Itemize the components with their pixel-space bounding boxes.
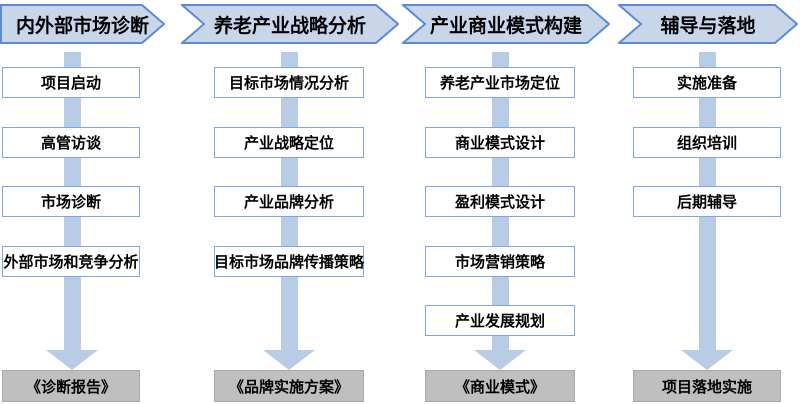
phase-title: 养老产业战略分析 [213, 15, 366, 37]
step-box: 产业战略定位 [214, 127, 364, 158]
step-box: 市场营销策略 [425, 246, 575, 277]
phase-1-header-chevron: 内外部市场诊断 [0, 4, 165, 44]
down-arrow-head-icon [46, 350, 98, 370]
chevron-arrow-shape [0, 4, 165, 44]
down-arrow-head-icon [681, 350, 733, 370]
step-box: 高管访谈 [2, 127, 140, 158]
step-box: 项目启动 [2, 67, 140, 98]
chevron-arrow-shape [618, 4, 798, 44]
deliverable-box: 项目落地实施 [633, 370, 781, 402]
step-box: 实施准备 [633, 67, 781, 98]
step-box: 盈利模式设计 [425, 186, 575, 217]
step-box: 市场诊断 [2, 186, 140, 217]
down-arrow-head-icon [263, 350, 315, 370]
chevron-arrow-shape [402, 4, 610, 44]
phase-3-header-chevron: 产业商业模式构建 [402, 4, 610, 44]
deliverable-box: 《品牌实施方案》 [214, 370, 364, 402]
step-box: 产业品牌分析 [214, 186, 364, 217]
step-box: 目标市场品牌传播策略 [214, 246, 364, 277]
phase-title: 辅导与落地 [660, 15, 756, 37]
deliverable-box: 《商业模式》 [425, 370, 575, 402]
step-box: 目标市场情况分析 [214, 67, 364, 98]
step-box: 外部市场和竞争分析 [2, 246, 140, 277]
phase-title: 内外部市场诊断 [15, 15, 149, 37]
deliverable-box: 《诊断报告》 [2, 370, 140, 402]
step-box: 组织培训 [633, 127, 781, 158]
down-arrow-head-icon [474, 350, 526, 370]
step-box: 后期辅导 [633, 186, 781, 217]
step-box: 产业发展规划 [425, 305, 575, 336]
phase-2-header-chevron: 养老产业战略分析 [181, 4, 399, 44]
phase-4-header-chevron: 辅导与落地 [618, 4, 798, 44]
chevron-arrow-shape [181, 4, 399, 44]
step-box: 商业模式设计 [425, 127, 575, 158]
phase-title: 产业商业模式构建 [429, 15, 582, 37]
step-box: 养老产业市场定位 [425, 67, 575, 98]
